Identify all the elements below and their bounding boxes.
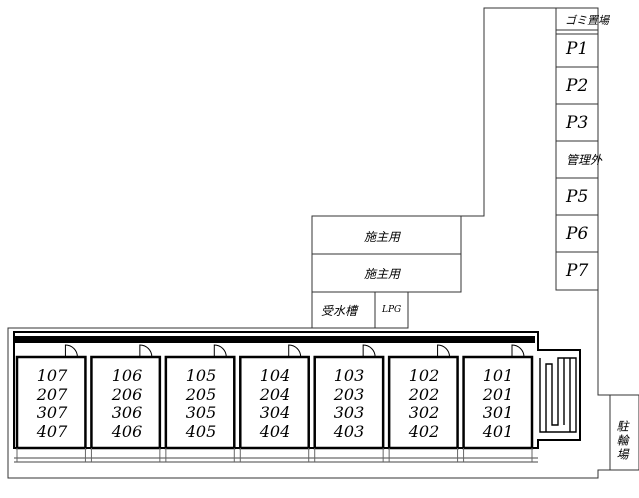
staircase: [539, 357, 577, 433]
owner-use-label-1: 施主用: [364, 230, 401, 244]
management-label: 管理外: [566, 153, 603, 167]
lpg-label: LPG: [382, 305, 402, 315]
parking-p7-label: P7: [566, 261, 589, 281]
unit-box-103: [313, 355, 385, 450]
parking-p2-label: P2: [566, 76, 589, 96]
lpg-box: [374, 291, 409, 329]
unit-box-102: [387, 355, 459, 450]
unit-box-104: [239, 355, 310, 450]
parking-p7: [555, 251, 599, 291]
corridor-wall: [14, 336, 535, 343]
parking-p1-label: P1: [566, 39, 589, 59]
door-swing: [139, 344, 153, 358]
parking-p6-label: P6: [566, 224, 589, 244]
garbage-area: [555, 7, 599, 35]
door-swing: [362, 344, 376, 358]
parking-p3-label: P3: [566, 113, 589, 133]
unit-box-107: [15, 355, 87, 450]
bicycle-parking-box: [609, 394, 639, 471]
door-swing: [288, 344, 302, 358]
door-swing: [213, 344, 227, 358]
unit-box-106: [90, 355, 162, 450]
owner-use-label-2: 施主用: [364, 267, 401, 281]
door-swing: [64, 344, 78, 358]
water-tank-label: 受水槽: [321, 304, 358, 318]
unit-box-105: [164, 355, 236, 450]
bicycle-parking-label: 駐輪場: [615, 420, 629, 462]
door-swing: [437, 344, 451, 358]
door-swing: [511, 344, 525, 358]
garbage-label: ゴミ置場: [565, 14, 609, 27]
parking-p5-label: P5: [566, 187, 589, 207]
unit-box-101: [462, 355, 534, 450]
